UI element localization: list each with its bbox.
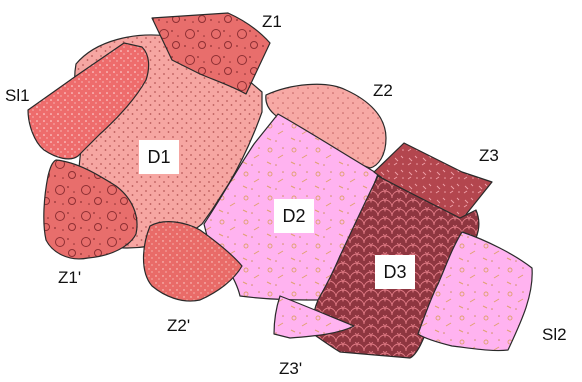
z2-label: Z2 (373, 81, 393, 100)
d3-label: D3 (383, 262, 406, 282)
sl1-label: Sl1 (5, 86, 30, 105)
z1-label: Z1 (262, 12, 282, 31)
sl2-label: Sl2 (542, 325, 567, 344)
d1-label: D1 (147, 147, 170, 167)
z2-prime-label: Z2' (167, 316, 190, 335)
z1-prime-label: Z1' (58, 268, 81, 287)
d2-label: D2 (282, 206, 305, 226)
z3-prime-label: Z3' (279, 359, 302, 378)
z3-label: Z3 (479, 146, 499, 165)
